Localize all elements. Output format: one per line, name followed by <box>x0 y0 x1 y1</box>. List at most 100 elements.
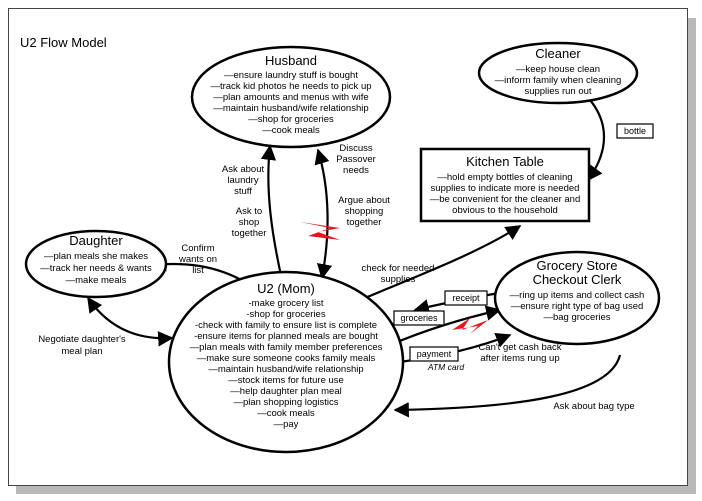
kitchen-item: obvious to the household <box>452 205 558 216</box>
artifact-box <box>409 346 459 362</box>
mom-items: -make grocery list -shop for groceries -… <box>190 298 383 430</box>
grocery-title-line2: Checkout Clerk <box>533 272 622 287</box>
flow-label-line: Discuss <box>339 143 373 154</box>
label-confirm-wants: Confirm wants on list <box>178 243 217 276</box>
husband-title: Husband <box>265 53 317 68</box>
label-atm-card: ATM card <box>427 362 464 372</box>
mom-item: —help daughter plan meal <box>230 386 341 397</box>
daughter-item: —make meals <box>66 275 127 286</box>
mom-item: -make grocery list <box>249 298 324 309</box>
cleaner-item: —keep house clean <box>516 64 600 75</box>
flow-label-line: shopping <box>345 206 384 217</box>
flow-label-line: Ask to <box>236 206 262 217</box>
mom-item: —plan shopping logistics <box>233 397 338 408</box>
node-kitchen-table <box>419 147 591 223</box>
flow-label-line: needs <box>343 165 369 176</box>
flow-label-line: Confirm <box>181 243 214 254</box>
mom-item: —stock items for future use <box>228 375 344 386</box>
mom-item: -shop for groceries <box>246 309 325 320</box>
flow-arrow-mom-to-grocery <box>389 305 502 347</box>
flow-label-line: Passover <box>336 154 376 165</box>
husband-item: —track kid photos he needs to pick up <box>210 81 371 92</box>
flow-label-line: check for needed <box>362 263 435 274</box>
node-grocery-clerk <box>493 250 661 346</box>
artifact-label: groceries <box>400 313 438 323</box>
flow-label-line: Can't get cash back <box>478 342 561 353</box>
diagram-title: U2 Flow Model <box>20 35 107 50</box>
flow-arrow-grocery-bag-type <box>393 354 622 418</box>
artifact-box <box>393 310 445 326</box>
cleaner-title: Cleaner <box>535 46 581 61</box>
kitchen-item: —be convenient for the cleaner and <box>430 194 581 205</box>
node-daughter <box>24 229 168 299</box>
artifact-label: bottle <box>624 126 646 136</box>
flow-label-line: list <box>192 265 204 276</box>
grocery-item: —bag groceries <box>543 312 610 323</box>
flow-label-line: wants on <box>178 254 217 265</box>
label-ask-bag-type: Ask about bag type <box>553 401 634 412</box>
flow-label-line: meal plan <box>61 346 102 357</box>
mom-item: —make sure someone cooks family meals <box>197 353 376 364</box>
mom-item: -ensure items for planned meals are boug… <box>194 331 378 342</box>
husband-items: —ensure laundry stuff is bought —track k… <box>210 70 371 136</box>
flow-label-line: together <box>347 217 382 228</box>
artifact-label: payment <box>417 349 452 359</box>
kitchen-item: —hold empty bottles of cleaning <box>437 172 572 183</box>
label-discuss-passover: Discuss Passover needs <box>336 143 376 176</box>
label-argue-shopping: Argue about shopping together <box>338 195 390 228</box>
artifact-label: receipt <box>452 293 480 303</box>
flow-label-line: laundry <box>227 175 258 186</box>
artifact-box <box>444 290 488 306</box>
flow-arrow-mom-to-husband <box>260 144 284 281</box>
daughter-title: Daughter <box>69 233 123 248</box>
flow-arrow-husband-mom <box>314 148 333 280</box>
flow-arrow-cleaner-to-kitchen <box>587 99 606 182</box>
kitchen-title: Kitchen Table <box>466 154 544 169</box>
node-husband <box>190 45 392 149</box>
husband-item: —plan amounts and menus with wife <box>213 92 368 103</box>
husband-item: —cook meals <box>262 125 320 136</box>
flow-label-line: Ask about <box>222 164 265 175</box>
flow-label-line: after items rung up <box>480 353 559 364</box>
artifact-receipt: receipt <box>444 290 488 306</box>
grocery-item: —ensure right type of bag used <box>511 301 644 312</box>
mom-item: —plan meals with family member preferenc… <box>190 342 383 353</box>
breakdown-bolt-husband <box>300 222 340 240</box>
mom-item: —maintain husband/wife relationship <box>208 364 363 375</box>
husband-item: —maintain husband/wife relationship <box>213 103 368 114</box>
flow-label-line: Argue about <box>338 195 390 206</box>
husband-item: —shop for groceries <box>248 114 334 125</box>
artifact-box <box>616 123 654 139</box>
mom-item: —cook meals <box>257 408 315 419</box>
breakdown-bolt-grocery <box>452 318 488 334</box>
label-cash-back: Can't get cash back after items rung up <box>478 342 561 364</box>
artifact-payment: payment <box>409 346 459 362</box>
cleaner-item: —inform family when cleaning <box>495 75 622 86</box>
flow-label-line: shop <box>239 217 260 228</box>
flow-label-line: stuff <box>234 186 252 197</box>
flow-arrow-mom-to-kitchen <box>359 225 522 302</box>
mom-item: —pay <box>274 419 299 430</box>
artifact-bottle: bottle <box>616 123 654 139</box>
node-cleaner <box>477 41 639 105</box>
grocery-title-line1: Grocery Store <box>537 258 618 273</box>
flow-label-line: supplies <box>381 274 416 285</box>
mom-item: -check with family to ensure list is com… <box>195 320 377 331</box>
artifact-groceries: groceries <box>393 310 445 326</box>
grocery-item: —ring up items and collect cash <box>510 290 645 301</box>
daughter-item: —track her needs & wants <box>40 263 152 274</box>
flow-arrow-daughter-mom <box>87 296 174 347</box>
cleaner-item: supplies run out <box>524 86 591 97</box>
node-mom <box>167 270 405 454</box>
label-ask-shop: Ask to shop together <box>232 206 267 239</box>
husband-item: —ensure laundry stuff is bought <box>224 70 358 81</box>
label-check-supplies: check for needed supplies <box>362 263 435 285</box>
kitchen-item: supplies to indicate more is needed <box>431 183 580 194</box>
flow-label-line: Negotiate daughter's <box>38 334 126 345</box>
daughter-item: —plan meals she makes <box>44 251 148 262</box>
label-ask-laundry: Ask about laundry stuff <box>222 164 265 197</box>
label-negotiate: Negotiate daughter's meal plan <box>38 334 126 357</box>
flow-label-line: together <box>232 228 267 239</box>
